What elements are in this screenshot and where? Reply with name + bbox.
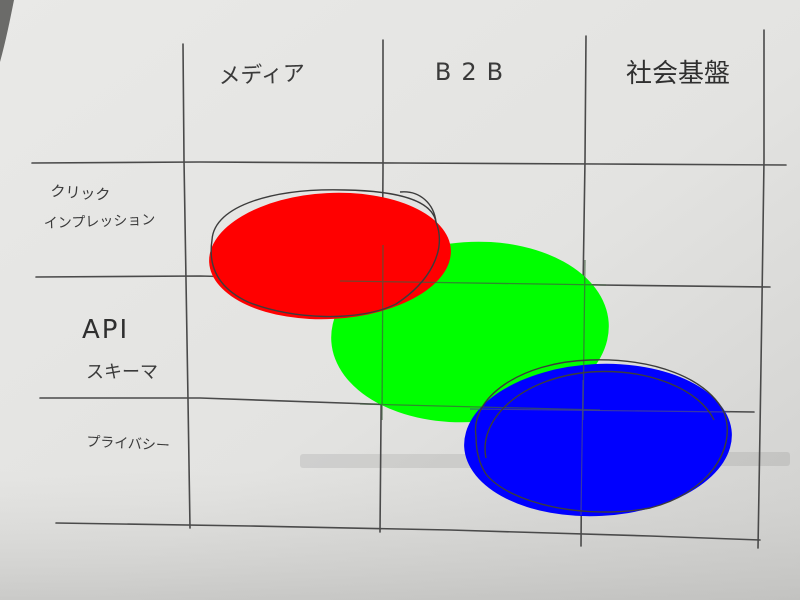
row-label-schema-line2: スキーマ [86, 362, 158, 383]
blue-ellipse-fill [464, 363, 732, 517]
grid-through-blue [469, 379, 731, 516]
blue-ellipse-inner-stroke [484, 370, 715, 459]
column-header-media: メディア [218, 62, 305, 90]
column-header-b2b: B2B [435, 58, 513, 86]
red-ellipse-outline-tail [399, 191, 437, 223]
blue-ellipse-outline [474, 359, 728, 513]
red-ellipse-fill [209, 192, 451, 320]
red-ellipse-outline [210, 189, 440, 318]
column-header-infrastructure: 社会基盤 [626, 59, 730, 89]
row-label-impression-line2: インプレッション [44, 212, 156, 232]
row-label-privacy: プライバシー [86, 434, 170, 454]
pencil-ellipse-outlines [210, 189, 728, 513]
row-label-click-line1: クリック [50, 182, 111, 204]
grid-vertical-1 [182, 43, 191, 529]
grid-horizontal-4 [55, 522, 761, 541]
row-label-api-line1: API [82, 315, 129, 345]
grid-horizontal-1 [31, 161, 787, 166]
desk-corner [0, 0, 14, 62]
grid-vertical-4 [757, 29, 765, 549]
